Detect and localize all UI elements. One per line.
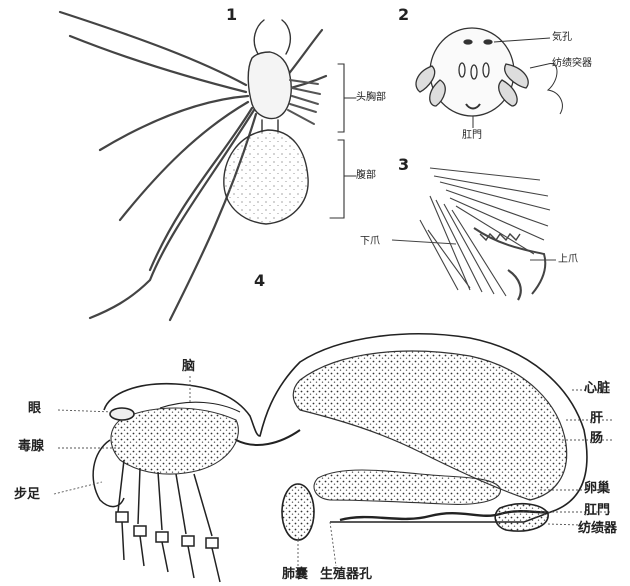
label-spinneret: 纺绩器 xyxy=(578,522,617,536)
label-lower-claw: 下爪 xyxy=(360,236,380,248)
panel4-spinneret xyxy=(495,504,548,531)
label-legs: 步足 xyxy=(14,488,40,502)
label-abdomen: 腹部 xyxy=(356,170,376,182)
label-liver: 肝 xyxy=(590,412,603,426)
panel-number-1: 1 xyxy=(226,6,237,24)
label-anus-panel4: 肛門 xyxy=(584,504,610,518)
label-genital-opening: 生殖器孔 xyxy=(320,568,372,582)
panel2-spinneret-view xyxy=(416,28,562,128)
label-booklung-opening: 気孔 xyxy=(552,32,572,44)
label-ovary: 卵巢 xyxy=(584,482,610,496)
label-upper-claw: 上爪 xyxy=(558,254,578,266)
label-anus-panel2: 肛門 xyxy=(462,130,482,142)
panel4-booklung xyxy=(282,484,314,540)
panel1-spider-dorsal xyxy=(60,12,356,320)
label-cephalothorax: 头胸部 xyxy=(356,92,386,104)
label-poison-gland: 毒腺 xyxy=(18,440,44,454)
label-booklung: 肺囊 xyxy=(282,568,308,582)
panel4-internal-anatomy xyxy=(54,334,612,582)
label-eye: 眼 xyxy=(28,402,41,416)
panel1-abdomen xyxy=(224,130,308,224)
panel3-tarsal-claws xyxy=(392,168,556,300)
label-intestine: 肠 xyxy=(590,432,603,446)
label-spinnerets: 纺绩突器 xyxy=(552,58,592,70)
panel-number-2: 2 xyxy=(398,6,409,24)
panel-number-3: 3 xyxy=(398,156,409,174)
panel-number-4: 4 xyxy=(254,272,265,290)
panel1-cephalothorax xyxy=(248,52,291,118)
label-heart: 心脏 xyxy=(584,382,610,396)
label-brain: 脑 xyxy=(182,360,195,374)
